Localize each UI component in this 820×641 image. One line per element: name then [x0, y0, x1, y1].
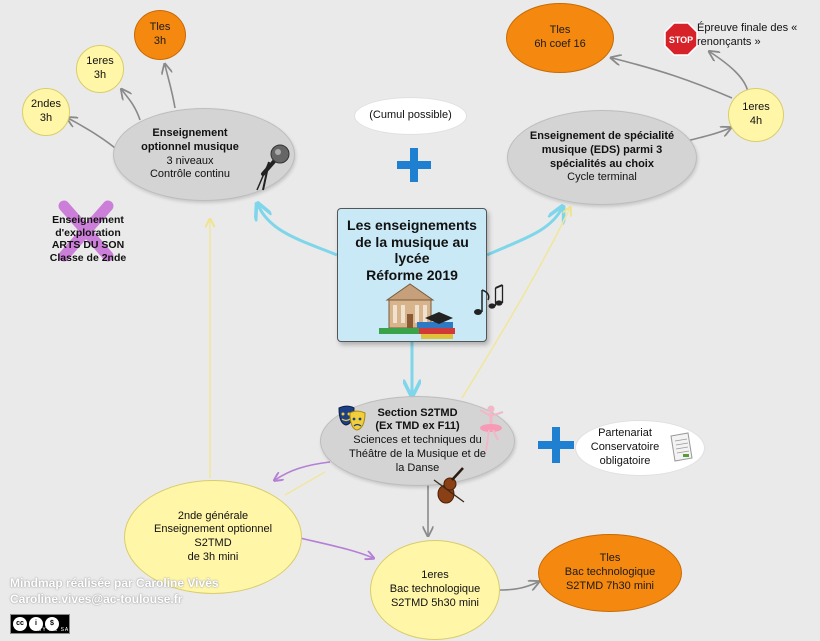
- link-optional-2ndes: [68, 118, 121, 153]
- optional-1eres-hours: 3h: [93, 69, 107, 81]
- optional-2ndes-node: 2ndes 3h: [22, 88, 70, 136]
- document-icon: [670, 432, 693, 462]
- exploration-line-3: ARTS DU SON: [51, 239, 125, 252]
- s2tmd-tles-line-3: S2TMD 7h30 mini: [565, 579, 655, 592]
- specialty-tles-name: Tles: [549, 24, 571, 37]
- optional-tles-hours: 3h: [153, 35, 167, 47]
- cumul-node: (Cumul possible): [354, 97, 467, 135]
- specialty-1eres-name: 1eres: [742, 101, 770, 114]
- cc-license-icon: cc i $: [10, 614, 70, 634]
- microphone-icon: [256, 144, 290, 191]
- link-center-specialty: [486, 208, 562, 257]
- renoncants-note: Épreuve finale des « renonçants »: [697, 22, 817, 50]
- partnership-line-3: obligatoire: [599, 454, 651, 467]
- plus-icon: [397, 148, 431, 182]
- s2tmd-2nde-line-4: de 3h mini: [187, 550, 239, 563]
- cumul-label: (Cumul possible): [369, 109, 452, 122]
- stop-sign-icon: STOP: [664, 22, 698, 56]
- link-s2tmd-2nde-yellow: [284, 471, 326, 496]
- specialty-1eres-node: 1eres 4h: [728, 88, 784, 142]
- link-optional-1eres: [122, 90, 141, 121]
- specialty-node: Enseignement de spécialité musique (EDS)…: [507, 110, 697, 205]
- s2tmd-tles-node: Tles Bac technologique S2TMD 7h30 mini: [538, 534, 682, 612]
- s2tmd-tles-line-2: Bac technologique: [564, 566, 656, 579]
- link-s2tmd-2nde: [275, 461, 331, 480]
- cc-by-mark: i: [29, 617, 43, 631]
- partnership-node: Partenariat Conservatoire obligatoire: [575, 420, 705, 476]
- cc-license-labels: BY NC SA: [38, 627, 70, 633]
- link-s2tmd-specialty: [461, 208, 570, 399]
- s2tmd-2nde-line-1: 2nde générale: [177, 509, 249, 522]
- specialty-line: Cycle terminal: [567, 171, 637, 184]
- optional-2ndes-name: 2ndes: [31, 98, 61, 111]
- s2tmd-title-2: (Ex TMD ex F11): [375, 420, 460, 433]
- ballerina-icon: [479, 405, 504, 452]
- central-title-line-4: Réforme 2019: [366, 266, 458, 283]
- specialty-title: Enseignement de spécialité musique (EDS)…: [529, 130, 675, 170]
- violin-icon: [433, 467, 465, 504]
- partnership-line-1: Partenariat: [598, 427, 652, 440]
- s2tmd-title-1: Section S2TMD: [377, 406, 458, 419]
- central-title-line-2: de la musique au: [355, 233, 469, 250]
- s2tmd-tles-line-1: Tles: [599, 552, 621, 565]
- s2tmd-2nde-line-2: Enseignement optionnel: [153, 523, 273, 536]
- central-title-line-1: Les enseignements: [347, 217, 477, 233]
- optional-tles-name: Tles: [149, 21, 171, 34]
- partnership-line-2: Conservatoire: [590, 441, 660, 454]
- link-optional-tles: [165, 65, 176, 109]
- credit-author: Mindmap réalisée par Caroline Vivès: [10, 576, 219, 590]
- s2tmd-line-3: la Danse: [395, 461, 440, 474]
- optional-teaching-title: Enseignement optionnel musique: [141, 127, 239, 153]
- specialty-tles-node: Tles 6h coef 16: [506, 3, 614, 73]
- cc-nc-mark: $: [45, 617, 59, 631]
- music-notes-icon: [474, 284, 504, 315]
- s2tmd-2nde-line-3: S2TMD: [194, 537, 232, 549]
- credit-email: Caroline.vives@ac-toulouse.fr: [10, 592, 183, 606]
- s2tmd-1eres-line-3: S2TMD 5h30 mini: [390, 596, 480, 609]
- plus-icon-partnership: [538, 427, 574, 463]
- optional-teaching-line-2: Contrôle continu: [149, 168, 231, 181]
- renoncants-note-text: Épreuve finale des « renonçants »: [697, 22, 798, 48]
- optional-2ndes-hours: 3h: [39, 112, 53, 124]
- s2tmd-1eres-line-1: 1eres: [421, 569, 449, 582]
- link-1eres-stop: [710, 52, 749, 93]
- link-1eres-tles: [612, 58, 733, 99]
- s2tmd-1eres-line-2: Bac technologique: [389, 583, 481, 596]
- exploration-line-2: d'exploration: [55, 226, 121, 239]
- exploration-line-1: Enseignement: [52, 214, 124, 226]
- s2tmd-line-1: Sciences et techniques du: [353, 434, 482, 447]
- optional-tles-node: Tles 3h: [134, 10, 186, 60]
- s2tmd-line-2: Théâtre de la Musique et de: [349, 447, 486, 460]
- link-center-optional: [258, 205, 338, 257]
- stop-sign-label: STOP: [669, 35, 693, 45]
- cross-icon: [58, 200, 114, 262]
- s2tmd-1eres-node: 1eres Bac technologique S2TMD 5h30 mini: [370, 540, 500, 640]
- s2tmd-2nde-node: 2nde générale Enseignement optionnel S2T…: [124, 480, 302, 594]
- exploration-label: Enseignement d'exploration ARTS DU SON C…: [30, 214, 146, 264]
- exploration-line-4: Classe de 2nde: [49, 251, 127, 264]
- central-title-line-3: lycée: [394, 250, 430, 267]
- specialty-tles-hours: 6h coef 16: [534, 38, 586, 50]
- cc-license-mark: cc: [13, 617, 27, 631]
- link-1eres-tles-bac: [499, 582, 538, 590]
- school-building-icon: [379, 283, 455, 339]
- theatre-masks-icon: [338, 405, 366, 431]
- specialty-1eres-hours: 4h: [749, 115, 763, 127]
- optional-1eres-name: 1eres: [86, 55, 114, 68]
- optional-teaching-line-1: 3 niveaux: [166, 154, 214, 167]
- optional-1eres-node: 1eres 3h: [76, 45, 124, 93]
- link-2nde-1eres: [299, 537, 373, 558]
